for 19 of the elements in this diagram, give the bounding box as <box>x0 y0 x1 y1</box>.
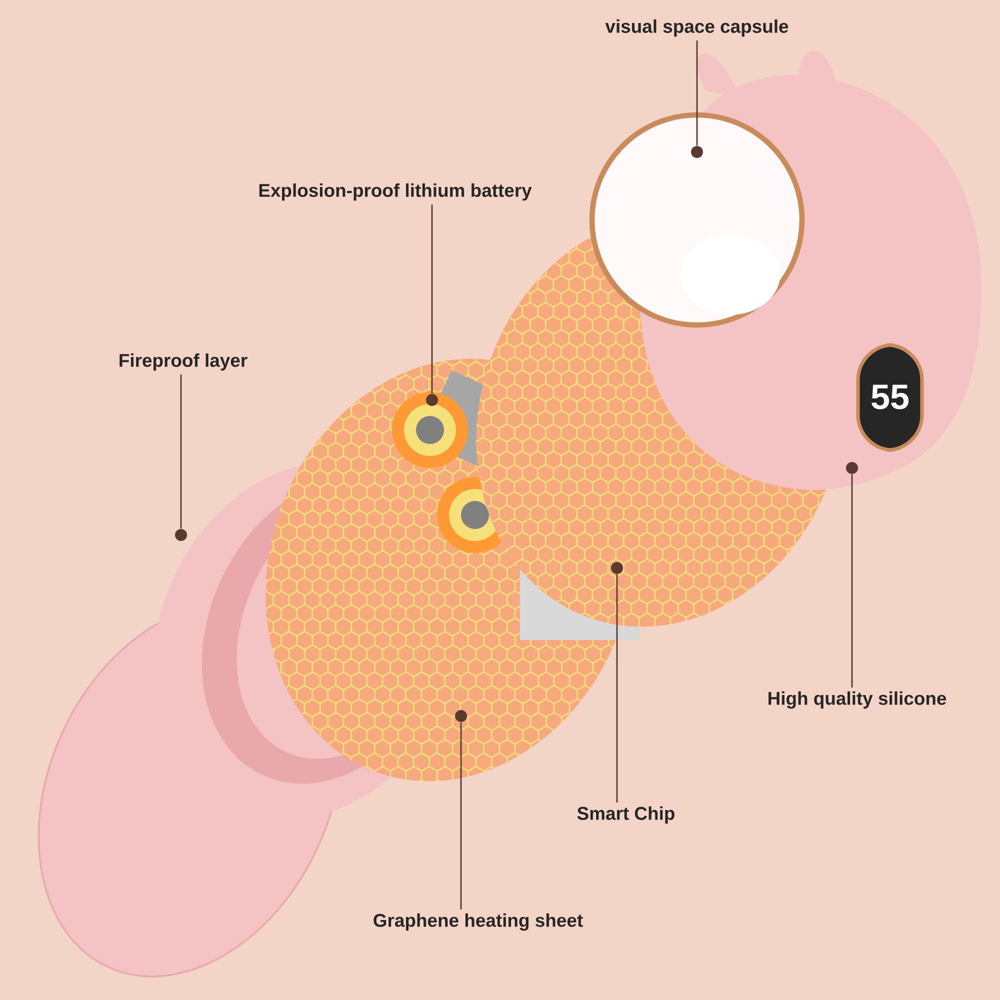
callout-label: High quality silicone <box>768 691 946 709</box>
leader-dot <box>691 146 703 158</box>
leader-dot <box>611 562 623 574</box>
callout-label: Smart Chip <box>577 806 674 824</box>
callout-label: Explosion-proof lithium battery <box>259 183 532 201</box>
leader-line <box>696 40 698 146</box>
leader-dot <box>175 529 187 541</box>
display-digits: 55 <box>872 384 909 410</box>
callout-label: visual space capsule <box>605 19 788 37</box>
leader-dot <box>426 394 438 406</box>
leader-line <box>851 474 853 688</box>
leader-line <box>460 722 462 910</box>
leader-line <box>616 574 618 803</box>
leader-line <box>431 204 433 394</box>
leader-dot <box>846 462 858 474</box>
callout-label: Graphene heating sheet <box>374 913 583 931</box>
callout-label: Fireproof layer <box>120 353 248 371</box>
leader-dot <box>455 710 467 722</box>
leader-line <box>180 374 182 529</box>
